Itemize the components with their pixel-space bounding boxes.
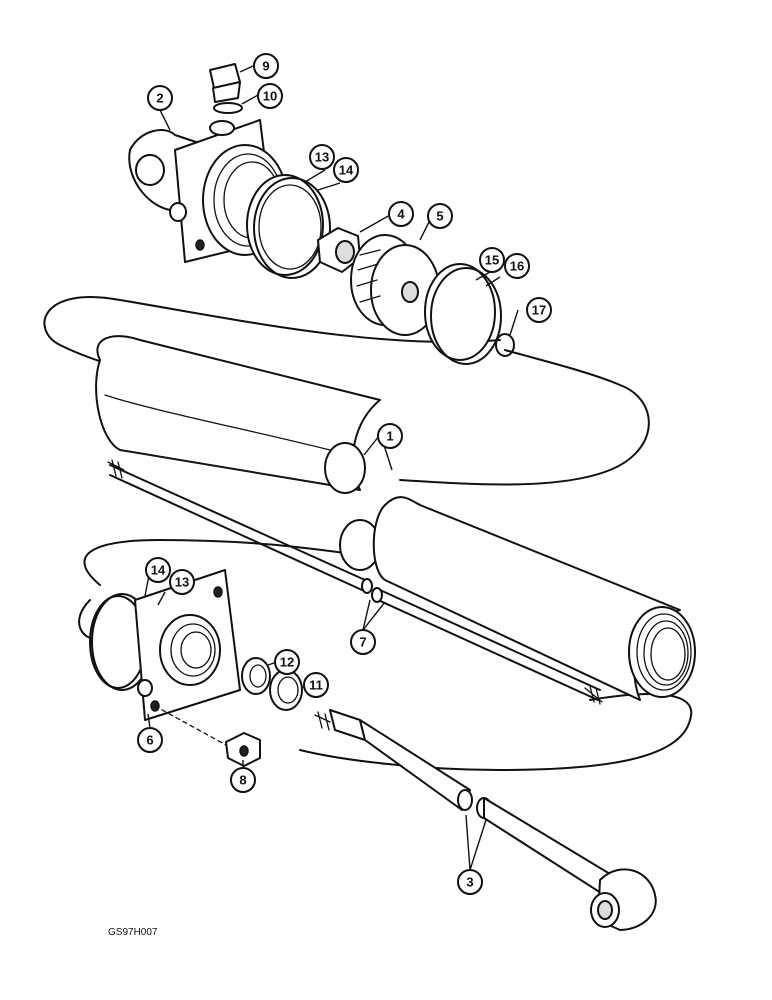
plug-o-ring (213, 102, 243, 114)
rod-end-cap (89, 569, 241, 721)
callout-12: 12 (274, 649, 300, 675)
piston-o-ring (430, 267, 502, 365)
svg-text:1: 1 (386, 429, 393, 444)
callout-17: 17 (526, 297, 552, 323)
svg-text:12: 12 (280, 655, 294, 670)
callout-5: 5 (427, 203, 453, 229)
svg-text:5: 5 (436, 209, 443, 224)
svg-text:16: 16 (510, 259, 524, 274)
svg-text:8: 8 (239, 773, 246, 788)
piston-seal-ring (424, 263, 496, 361)
tie-rod-nut (225, 732, 261, 767)
svg-text:4: 4 (397, 207, 405, 222)
svg-text:17: 17 (532, 303, 546, 318)
wear-ring (495, 333, 515, 357)
callout-8: 8 (230, 767, 256, 793)
callout-6: 6 (137, 727, 163, 753)
plug (209, 63, 241, 103)
figure-code: GS97H007 (108, 927, 158, 938)
barrel-break-ring-upper (324, 442, 366, 494)
svg-text:15: 15 (485, 253, 499, 268)
svg-text:3: 3 (466, 875, 473, 890)
svg-text:2: 2 (156, 91, 163, 106)
piston (350, 234, 440, 336)
callout-14-upper: 14 (333, 157, 359, 183)
svg-text:10: 10 (263, 89, 277, 104)
callout-10: 10 (257, 83, 283, 109)
svg-text:14: 14 (151, 563, 166, 578)
barrel-lower-segment (372, 496, 696, 701)
piston-rod (314, 709, 657, 931)
rod-seal (269, 669, 303, 711)
svg-text:13: 13 (175, 575, 189, 590)
callout-14-lower: 14 (145, 557, 171, 583)
svg-text:13: 13 (315, 150, 329, 165)
svg-text:7: 7 (359, 635, 366, 650)
callout-11: 11 (303, 672, 329, 698)
callout-13-upper: 13 (309, 144, 335, 170)
svg-text:9: 9 (262, 59, 269, 74)
callout-9: 9 (253, 53, 279, 79)
svg-text:14: 14 (339, 163, 354, 178)
callout-13-lower: 13 (169, 569, 195, 595)
callout-3: 3 (457, 869, 483, 895)
o-ring-upper (253, 177, 331, 279)
tie-rod (107, 459, 603, 705)
svg-text:11: 11 (309, 678, 323, 693)
svg-text:6: 6 (146, 733, 153, 748)
callout-16: 16 (504, 253, 530, 279)
callout-1: 1 (377, 423, 403, 449)
callout-15: 15 (479, 247, 505, 273)
callout-2: 2 (147, 85, 173, 111)
callout-4: 4 (388, 201, 414, 227)
callout-7: 7 (350, 629, 376, 655)
